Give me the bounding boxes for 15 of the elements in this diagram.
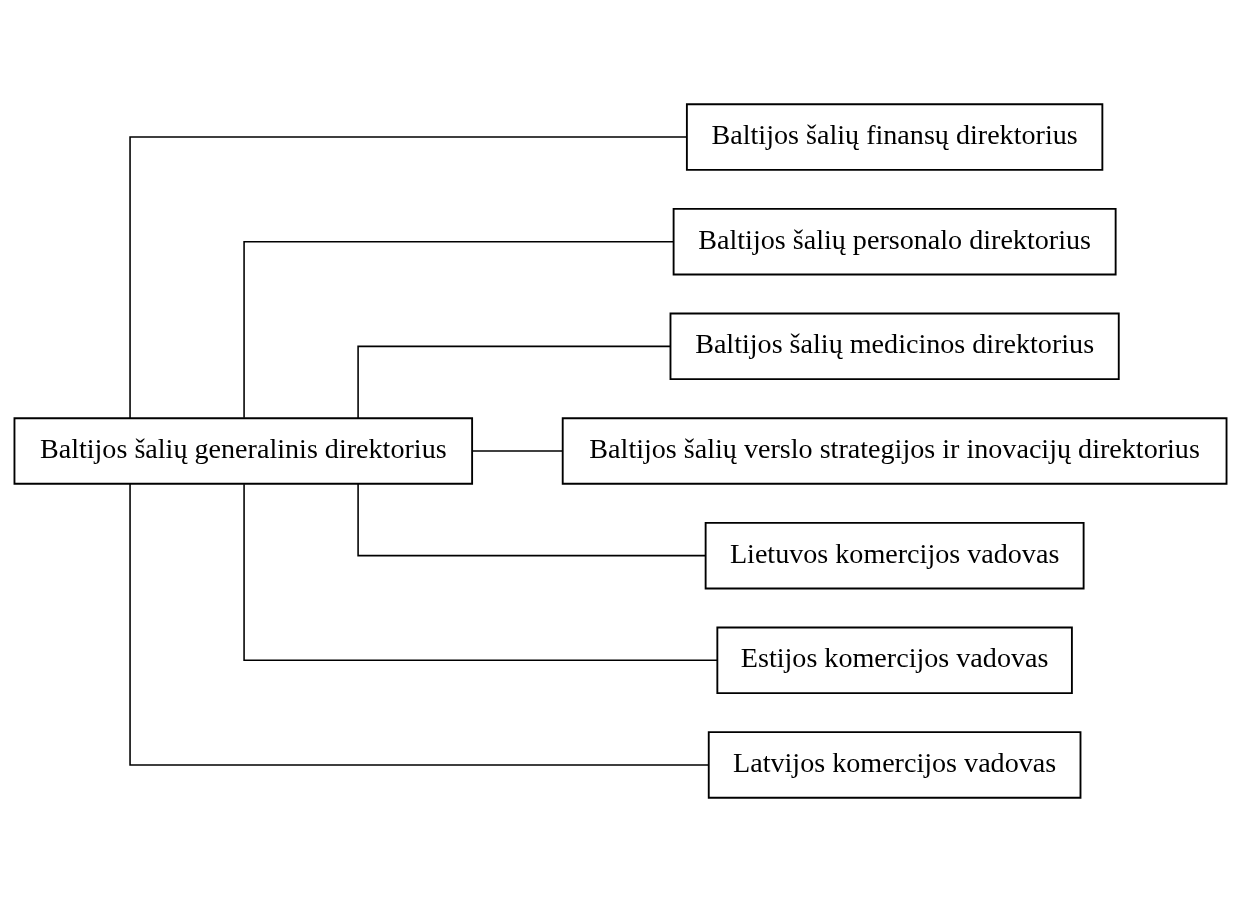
connector [129, 483, 710, 766]
node-box: Baltijos šalių personalo direktorius [672, 207, 1117, 276]
node-box: Lietuvos komercijos vadovas [704, 521, 1085, 590]
node-box: Baltijos šalių generalinis direktorius [13, 417, 474, 485]
node-box: Latvijos komercijos vadovas [707, 731, 1082, 799]
node-box: Baltijos šalių finansų direktorius [685, 103, 1104, 171]
connector [243, 240, 675, 419]
connector [129, 136, 688, 419]
node-box: Baltijos šalių medicinos direktorius [669, 312, 1120, 381]
node-box: Estijos komercijos vadovas [716, 626, 1073, 695]
connector [357, 345, 671, 419]
connector [357, 483, 707, 557]
connector [471, 450, 563, 452]
connector [243, 483, 719, 662]
node-box: Baltijos šalių verslo strategijos ir inovacijų direktorius [561, 417, 1228, 485]
